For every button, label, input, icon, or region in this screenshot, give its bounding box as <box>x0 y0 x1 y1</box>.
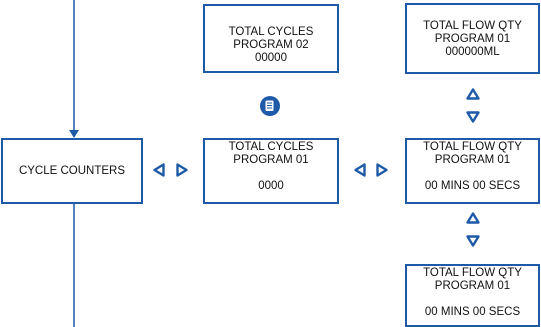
box-line: PROGRAM 01 <box>233 154 309 166</box>
total-flow-qty-ml-box[interactable]: TOTAL FLOW QTY PROGRAM 01 000000ML <box>405 3 540 74</box>
box-line: TOTAL FLOW QTY <box>423 20 522 32</box>
down-triangle-icon[interactable] <box>465 234 481 248</box>
up-triangle-icon[interactable] <box>465 87 481 101</box>
box-value: 0000 <box>258 180 284 192</box>
total-cycles-program-01-box[interactable]: TOTAL CYCLES PROGRAM 01 0000 <box>203 138 339 204</box>
box-value: 00 MINS 00 SECS <box>424 180 521 192</box>
left-triangle-icon[interactable] <box>152 162 166 178</box>
enter-button-icon[interactable] <box>259 95 281 117</box>
right-triangle-icon[interactable] <box>375 162 389 178</box>
box-value: 000000ML <box>445 46 500 58</box>
box-line: TOTAL FLOW QTY <box>423 141 522 153</box>
left-triangle-icon[interactable] <box>353 162 367 178</box>
box-line: TOTAL CYCLES <box>228 26 314 38</box>
down-triangle-icon[interactable] <box>465 110 481 124</box>
box-line: TOTAL FLOW QTY <box>423 267 522 279</box>
cycle-counters-box[interactable]: CYCLE COUNTERS <box>1 138 143 204</box>
box-line: PROGRAM 02 <box>233 39 309 51</box>
box-line-blank <box>407 167 538 180</box>
up-triangle-icon[interactable] <box>465 211 481 225</box>
box-line-blank <box>205 167 337 180</box>
box-line: PROGRAM 01 <box>434 154 511 166</box>
box-value: 00000 <box>255 52 287 64</box>
box-line: TOTAL CYCLES <box>228 141 314 153</box>
total-flow-qty-time-box-2[interactable]: TOTAL FLOW QTY PROGRAM 01 00 MINS 00 SEC… <box>405 264 540 327</box>
total-flow-qty-time-box[interactable]: TOTAL FLOW QTY PROGRAM 01 00 MINS 00 SEC… <box>405 138 540 204</box>
connector-arrowhead <box>69 130 79 138</box>
box-line: PROGRAM 01 <box>434 33 511 45</box>
box-line: PROGRAM 01 <box>434 280 511 292</box>
box-line-blank <box>407 293 538 306</box>
right-triangle-icon[interactable] <box>175 162 189 178</box>
box-value: 00 MINS 00 SECS <box>424 306 521 318</box>
box-line: CYCLE COUNTERS <box>18 164 126 177</box>
total-cycles-program-02-box[interactable]: TOTAL CYCLES PROGRAM 02 00000 <box>203 4 339 73</box>
